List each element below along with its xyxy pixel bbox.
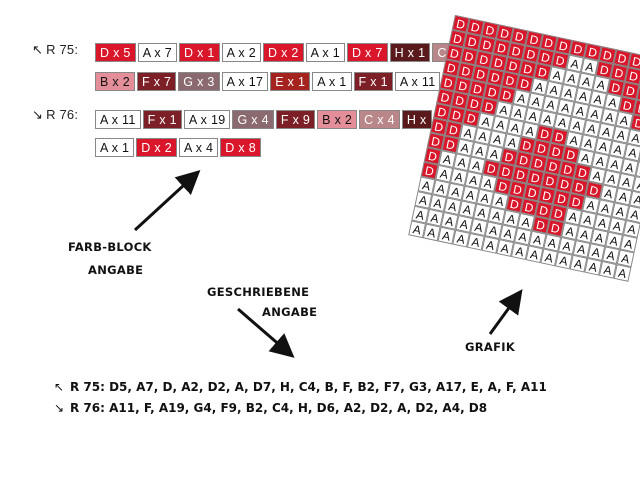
color-block: G x 4 (232, 110, 274, 129)
color-block: G x 3 (178, 72, 220, 91)
written-row-75: ↖ R 75: D5, A7, D, A2, D2, A, D7, H, C4, … (54, 380, 547, 394)
color-block: A x 2 (221, 43, 261, 62)
written-row-76: ↘ R 76: A11, F, A19, G4, F9, B2, C4, H, D… (54, 401, 487, 415)
color-block: D x 1 (178, 43, 220, 62)
color-block: A x 17 (221, 72, 269, 91)
geschriebene-caption-line-1: GESCHRIEBENE (207, 285, 310, 299)
color-block: E x 1 (270, 72, 311, 91)
geschriebene-arrow-icon (237, 307, 295, 358)
arrow-up-left-icon: ↖ (54, 380, 65, 394)
color-block: D x 2 (136, 138, 177, 157)
color-block: D x 7 (346, 43, 388, 62)
color-block: D x 2 (262, 43, 304, 62)
row-76-label: ↘R 76: (32, 107, 78, 123)
arrow-down-right-icon: ↘ (32, 107, 44, 122)
color-block: F x 1 (142, 110, 182, 129)
color-block: F x 1 (353, 72, 393, 91)
row-76-label-text: R 76: (46, 107, 79, 122)
color-block: F x 9 (275, 110, 316, 129)
grafik-caption: GRAFIK (465, 340, 516, 354)
color-block: A x 1 (312, 72, 352, 91)
row-75-label-text: R 75: (46, 42, 79, 57)
color-block: D x 8 (220, 138, 261, 157)
color-block: C x 4 (359, 110, 400, 129)
farb-block-arrow-icon (133, 169, 201, 232)
color-block: A x 1 (95, 138, 135, 157)
color-block: H x (401, 110, 432, 129)
color-block: B x 2 (95, 72, 135, 91)
farb-block-caption-line-2: ANGABE (88, 263, 144, 277)
grafik-arrow-icon (488, 289, 523, 335)
color-block: A x 11 (394, 72, 441, 91)
color-block: F x 7 (137, 72, 177, 91)
color-block: D x 5 (95, 43, 136, 62)
written-row-76-text: R 76: A11, F, A19, G4, F9, B2, C4, H, D6… (70, 401, 488, 415)
geschriebene-caption-line-2: ANGABE (262, 305, 318, 319)
color-block: A x 11 (95, 110, 141, 129)
color-block: A x 1 (305, 43, 345, 62)
color-block: A x 19 (183, 110, 231, 129)
written-row-75-text: R 75: D5, A7, D, A2, D2, A, D7, H, C4, B… (70, 380, 547, 394)
row-75-label: ↖R 75: (32, 42, 78, 58)
arrow-up-left-icon: ↖ (32, 42, 44, 57)
color-block: H x 1 (389, 43, 431, 62)
color-block: A x 7 (137, 43, 177, 62)
color-block: A x 4 (178, 138, 219, 157)
color-block: B x 2 (317, 110, 358, 129)
farb-block-caption-line-1: FARB-BLOCK (68, 240, 152, 254)
arrow-down-right-icon: ↘ (54, 401, 65, 415)
